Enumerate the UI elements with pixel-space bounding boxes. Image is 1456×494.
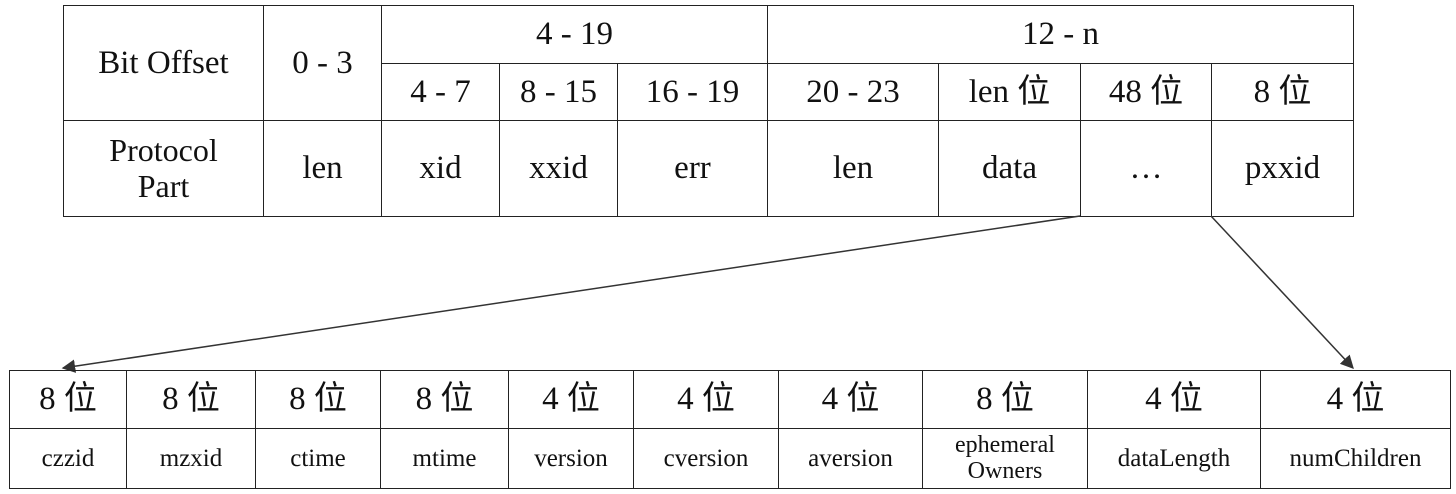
size-cversion: 4 位	[633, 370, 779, 429]
stat-fields-table: 8 位 8 位 8 位 8 位 4 位 4 位 4 位 8 位 4 位 4 位 …	[9, 370, 1451, 489]
field-czzid: czzid	[9, 428, 127, 489]
field-cversion: cversion	[633, 428, 779, 489]
len-bits-header: len 位	[938, 63, 1081, 121]
cell-len: len	[263, 120, 382, 217]
size-mtime: 8 位	[380, 370, 509, 429]
size-czzid: 8 位	[9, 370, 127, 429]
size-mzxid: 8 位	[126, 370, 256, 429]
size-ctime: 8 位	[255, 370, 381, 429]
cell-err: err	[617, 120, 768, 217]
field-aversion: aversion	[778, 428, 923, 489]
size-ephemeral-owners: 8 位	[922, 370, 1088, 429]
ephemeral-line2: Owners	[967, 457, 1043, 484]
cell-xid: xid	[381, 120, 500, 217]
arrow-right	[1210, 215, 1354, 369]
offset-0-3-header: 0 - 3	[263, 5, 382, 121]
protocol-table: Bit Offset 0 - 3 4 - 19 12 - n 4 - 7 8 -…	[63, 5, 1354, 217]
size-version: 4 位	[508, 370, 634, 429]
field-version: version	[508, 428, 634, 489]
size-num-children: 4 位	[1260, 370, 1451, 429]
offset-8-15-header: 8 - 15	[499, 63, 618, 121]
size-aversion: 4 位	[778, 370, 923, 429]
protocol-label-line2: Part	[137, 167, 190, 204]
field-mtime: mtime	[380, 428, 509, 489]
cell-data: data	[938, 120, 1081, 217]
cell-pxxid: pxxid	[1211, 120, 1354, 217]
field-ctime: ctime	[255, 428, 381, 489]
size-data-length: 4 位	[1087, 370, 1261, 429]
ephemeral-line1: ephemeral	[955, 432, 1055, 459]
protocol-label-line1: Protocol	[109, 131, 218, 168]
arrow-left	[61, 215, 1081, 373]
field-mzxid: mzxid	[126, 428, 256, 489]
bits-8-header: 8 位	[1211, 63, 1354, 121]
bit-offset-header: Bit Offset	[63, 5, 264, 121]
offset-20-23-header: 20 - 23	[767, 63, 939, 121]
field-data-length: dataLength	[1087, 428, 1261, 489]
offset-4-19-header: 4 - 19	[381, 5, 768, 64]
field-num-children: numChildren	[1260, 428, 1451, 489]
bits-48-header: 48 位	[1080, 63, 1212, 121]
cell-ellipsis: …	[1080, 120, 1212, 217]
cell-data-len: len	[767, 120, 939, 217]
cell-xxid: xxid	[499, 120, 618, 217]
